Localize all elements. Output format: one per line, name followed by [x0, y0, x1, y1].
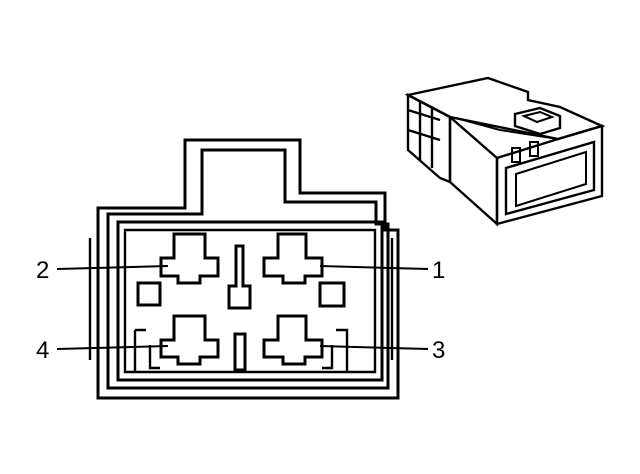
terminal-cavity-1: [262, 232, 324, 285]
iso-front-opening-inner: [515, 150, 587, 208]
housing-outline-inner: [106, 148, 390, 390]
iso-left-face: [448, 114, 499, 227]
iso-front-opening: [504, 140, 596, 216]
iso-back-ridge-2: [407, 128, 441, 142]
cavity-frame-outer: [116, 220, 384, 382]
iso-latch: [513, 106, 562, 136]
latch-bracket-left: [133, 328, 160, 372]
iso-peg-1: [511, 147, 521, 163]
center-slot: [233, 332, 247, 372]
square-window-left: [136, 281, 162, 307]
pin-label-4: 4: [36, 337, 49, 364]
terminal-cavity-3: [262, 314, 324, 366]
iso-front-face: [495, 124, 604, 226]
iso-peg-2: [529, 141, 539, 157]
pin-label-3: 3: [432, 337, 445, 364]
square-window-right: [318, 281, 346, 308]
connector-face-view: 2 1 4 3: [36, 138, 445, 400]
latch-bracket-right: [322, 328, 349, 372]
pin-label-2: 2: [36, 257, 49, 284]
iso-back-block: [406, 93, 452, 184]
housing-outline-outer: [96, 138, 400, 400]
terminal-cavity-4: [159, 314, 220, 366]
iso-latch-window: [521, 110, 555, 124]
connector-isometric-view: [404, 76, 606, 227]
pin-label-1: 1: [432, 257, 445, 284]
cavity-frame-inner: [123, 228, 377, 374]
iso-back-ridge-1: [407, 108, 441, 122]
leader-line-4: [56, 345, 169, 350]
center-key: [227, 244, 252, 310]
iso-top-ridge-1: [455, 117, 501, 131]
leader-line-3: [319, 345, 429, 350]
leader-line-1: [319, 265, 429, 270]
leader-line-2: [56, 265, 169, 270]
iso-top-ridge-2: [499, 129, 559, 140]
iso-top-face: [404, 76, 606, 141]
terminal-cavity-2: [159, 232, 220, 285]
